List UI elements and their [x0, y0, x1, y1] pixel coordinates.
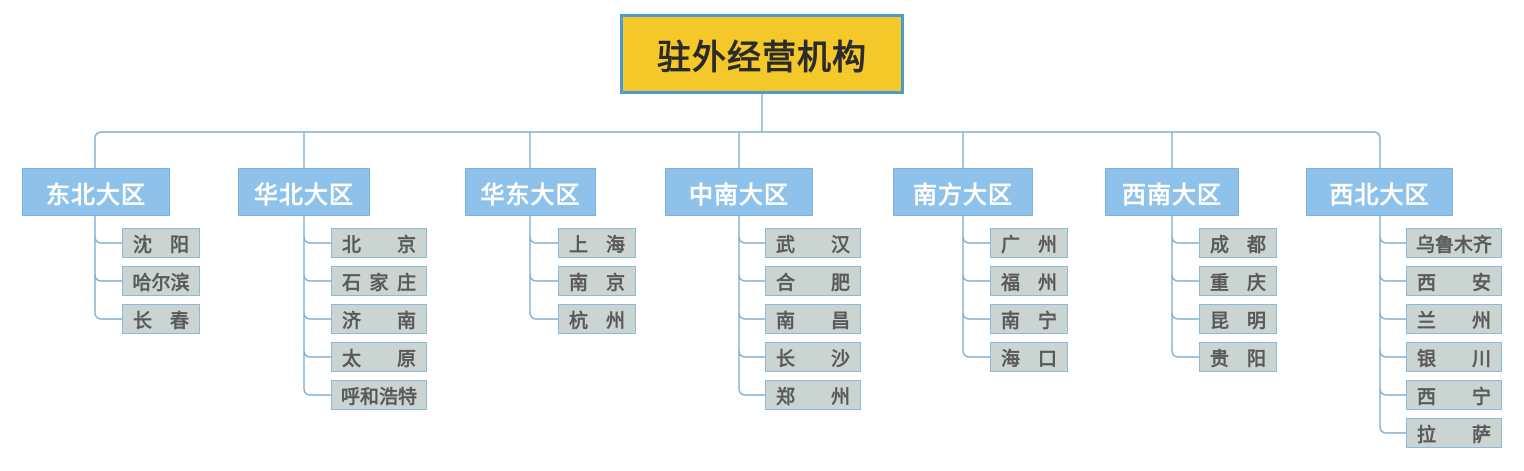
- region-node-5[interactable]: 南方大区: [893, 168, 1033, 216]
- city-node[interactable]: 呼和浩特: [331, 380, 427, 410]
- city-label: 合 肥: [776, 271, 850, 294]
- city-node[interactable]: 长 春: [122, 304, 200, 334]
- city-node[interactable]: 海 口: [990, 342, 1068, 372]
- city-label: 呼和浩特: [340, 385, 417, 408]
- city-node[interactable]: 西 安: [1406, 266, 1502, 296]
- city-label: 重 庆: [1210, 271, 1266, 294]
- region-node-4[interactable]: 中南大区: [665, 168, 813, 216]
- city-label: 郑 州: [776, 385, 850, 408]
- city-node[interactable]: 福 州: [990, 266, 1068, 296]
- region-node-7[interactable]: 西北大区: [1306, 168, 1453, 216]
- region-node-1[interactable]: 东北大区: [22, 168, 170, 216]
- city-label: 广 州: [1001, 233, 1057, 256]
- city-node[interactable]: 沈 阳: [122, 228, 200, 258]
- city-node[interactable]: 杭 州: [558, 304, 636, 334]
- city-label: 北 京: [342, 233, 416, 256]
- city-node[interactable]: 北 京: [331, 228, 427, 258]
- city-label: 哈尔滨: [132, 271, 190, 294]
- city-label: 贵 阳: [1210, 347, 1266, 370]
- city-node[interactable]: 拉 萨: [1406, 418, 1502, 448]
- city-label: 西 宁: [1417, 385, 1491, 408]
- city-node[interactable]: 哈尔滨: [122, 266, 200, 296]
- city-label: 石 家 庄: [342, 271, 416, 294]
- city-label: 拉 萨: [1417, 423, 1491, 446]
- city-node[interactable]: 南 昌: [765, 304, 861, 334]
- city-node[interactable]: 长 沙: [765, 342, 861, 372]
- city-node[interactable]: 昆 明: [1199, 304, 1277, 334]
- city-node[interactable]: 西 宁: [1406, 380, 1502, 410]
- city-node[interactable]: 银 川: [1406, 342, 1502, 372]
- city-label: 太 原: [342, 347, 416, 370]
- city-node[interactable]: 广 州: [990, 228, 1068, 258]
- city-label: 银 川: [1417, 347, 1491, 370]
- city-node[interactable]: 南 京: [558, 266, 636, 296]
- city-node[interactable]: 济 南: [331, 304, 427, 334]
- city-label: 杭 州: [569, 309, 625, 332]
- root-node[interactable]: 驻外经营机构: [620, 14, 904, 94]
- city-node[interactable]: 兰 州: [1406, 304, 1502, 334]
- region-node-3[interactable]: 华东大区: [465, 168, 596, 216]
- city-node[interactable]: 石 家 庄: [331, 266, 427, 296]
- city-label: 乌鲁木齐: [1415, 233, 1492, 256]
- city-label: 沈 阳: [133, 233, 189, 256]
- city-node[interactable]: 合 肥: [765, 266, 861, 296]
- city-label: 海 口: [1001, 347, 1057, 370]
- city-node[interactable]: 上 海: [558, 228, 636, 258]
- city-label: 昆 明: [1210, 309, 1266, 332]
- city-label: 兰 州: [1417, 309, 1491, 332]
- city-label: 长 沙: [776, 347, 850, 370]
- city-label: 南 京: [569, 271, 625, 294]
- city-label: 成 都: [1210, 233, 1266, 256]
- city-node[interactable]: 成 都: [1199, 228, 1277, 258]
- city-label: 武 汉: [776, 233, 850, 256]
- city-label: 济 南: [342, 309, 416, 332]
- city-node[interactable]: 贵 阳: [1199, 342, 1277, 372]
- city-label: 福 州: [1001, 271, 1057, 294]
- city-node[interactable]: 太 原: [331, 342, 427, 372]
- city-label: 长 春: [133, 309, 189, 332]
- region-node-6[interactable]: 西南大区: [1105, 168, 1239, 216]
- city-label: 上 海: [569, 233, 625, 256]
- city-node[interactable]: 南 宁: [990, 304, 1068, 334]
- city-node[interactable]: 乌鲁木齐: [1406, 228, 1502, 258]
- city-label: 南 宁: [1001, 309, 1057, 332]
- city-node[interactable]: 郑 州: [765, 380, 861, 410]
- city-label: 西 安: [1417, 271, 1491, 294]
- region-node-2[interactable]: 华北大区: [238, 168, 370, 216]
- city-node[interactable]: 武 汉: [765, 228, 861, 258]
- city-label: 南 昌: [776, 309, 850, 332]
- city-node[interactable]: 重 庆: [1199, 266, 1277, 296]
